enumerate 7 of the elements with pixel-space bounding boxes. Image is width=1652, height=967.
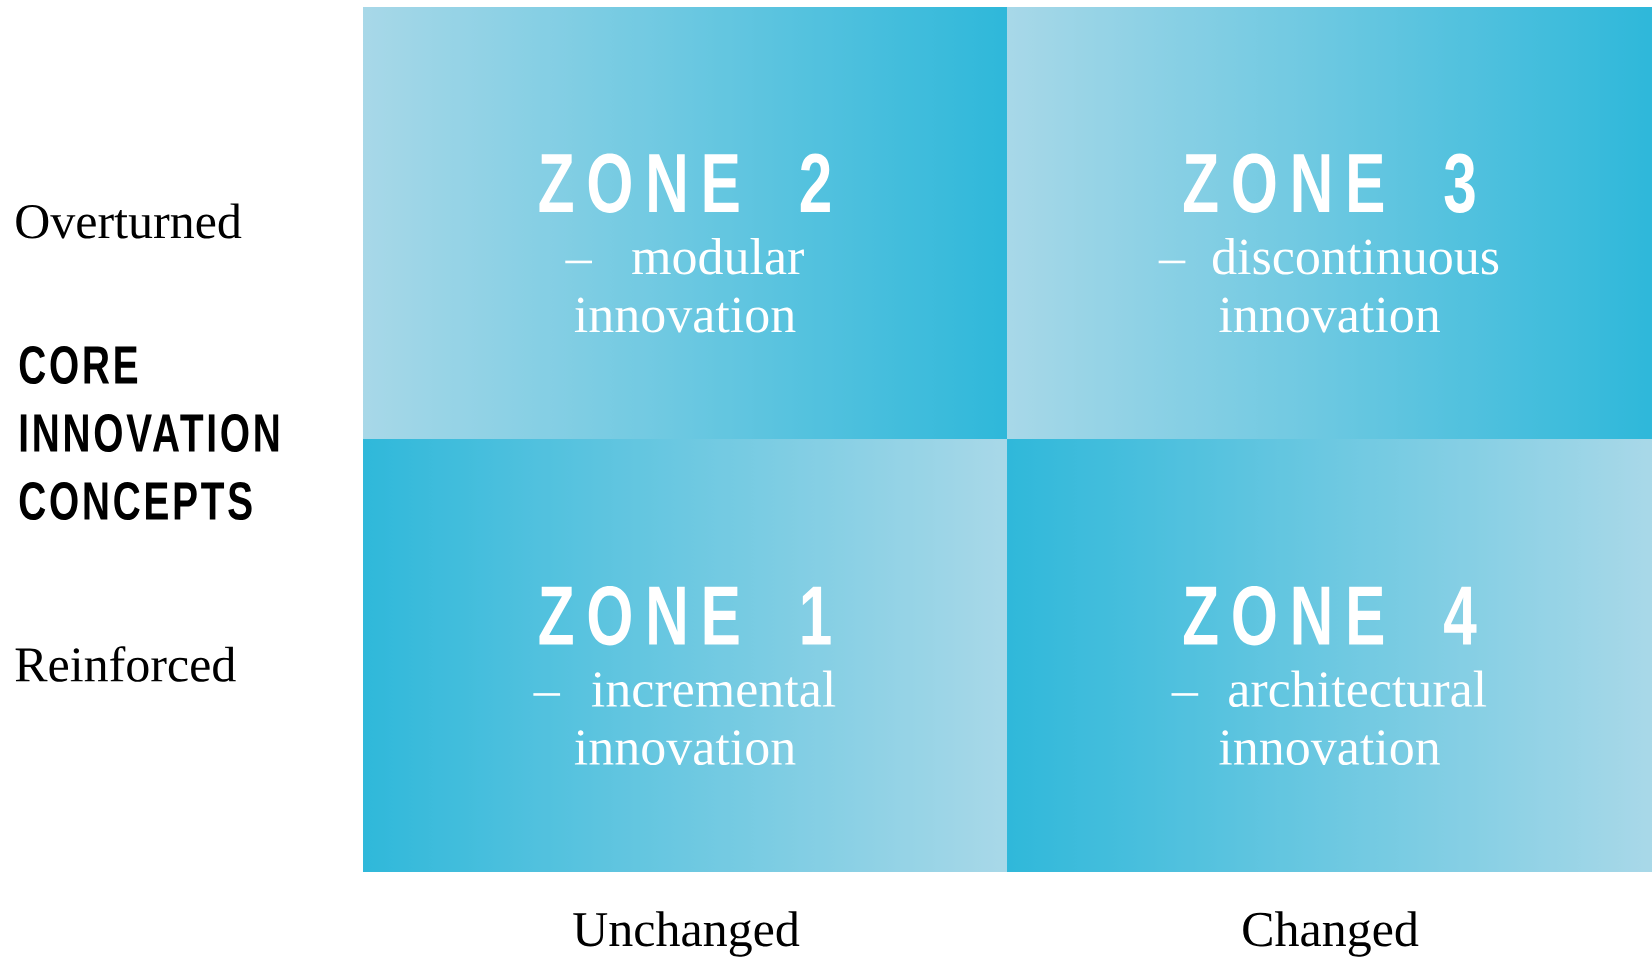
zone-label: ZONE 2 – modular innovation (539, 153, 830, 333)
zone-label: ZONE 4 – architectural innovation (1171, 585, 1487, 766)
zone-label: ZONE 3 – discontinuous innovation (1158, 153, 1499, 333)
axis-label: Overturned (16, 203, 242, 239)
zone-label: ZONE 1 – incremental innovation (533, 585, 836, 766)
axis-label: Reinforced (15, 646, 236, 682)
axis-title: CORE INNOVATION CONCEPTS (19, 345, 279, 521)
